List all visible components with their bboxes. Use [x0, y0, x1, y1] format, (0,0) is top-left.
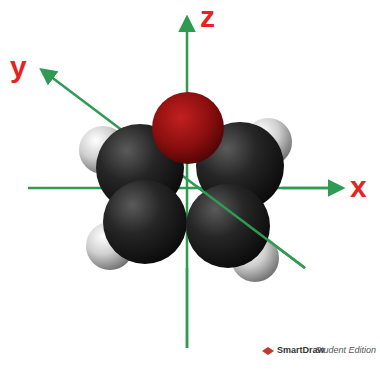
y-axis	[196, 186, 305, 268]
x-axis	[282, 187, 335, 190]
oxygen-atom	[152, 92, 224, 164]
carbon-atom	[103, 180, 187, 264]
watermark-icon	[262, 347, 274, 355]
x-axis	[28, 187, 342, 190]
axis-label: z	[200, 2, 215, 32]
axis-label: y	[10, 52, 27, 82]
axes-front	[187, 186, 335, 348]
y-axis	[42, 70, 305, 268]
axis-label: x	[350, 172, 367, 202]
z-axis	[186, 18, 189, 348]
axes	[28, 18, 342, 348]
furan-model	[79, 92, 292, 282]
carbon-atom	[186, 184, 270, 268]
z-axis	[186, 268, 189, 348]
watermark: Student Edition	[315, 346, 376, 355]
